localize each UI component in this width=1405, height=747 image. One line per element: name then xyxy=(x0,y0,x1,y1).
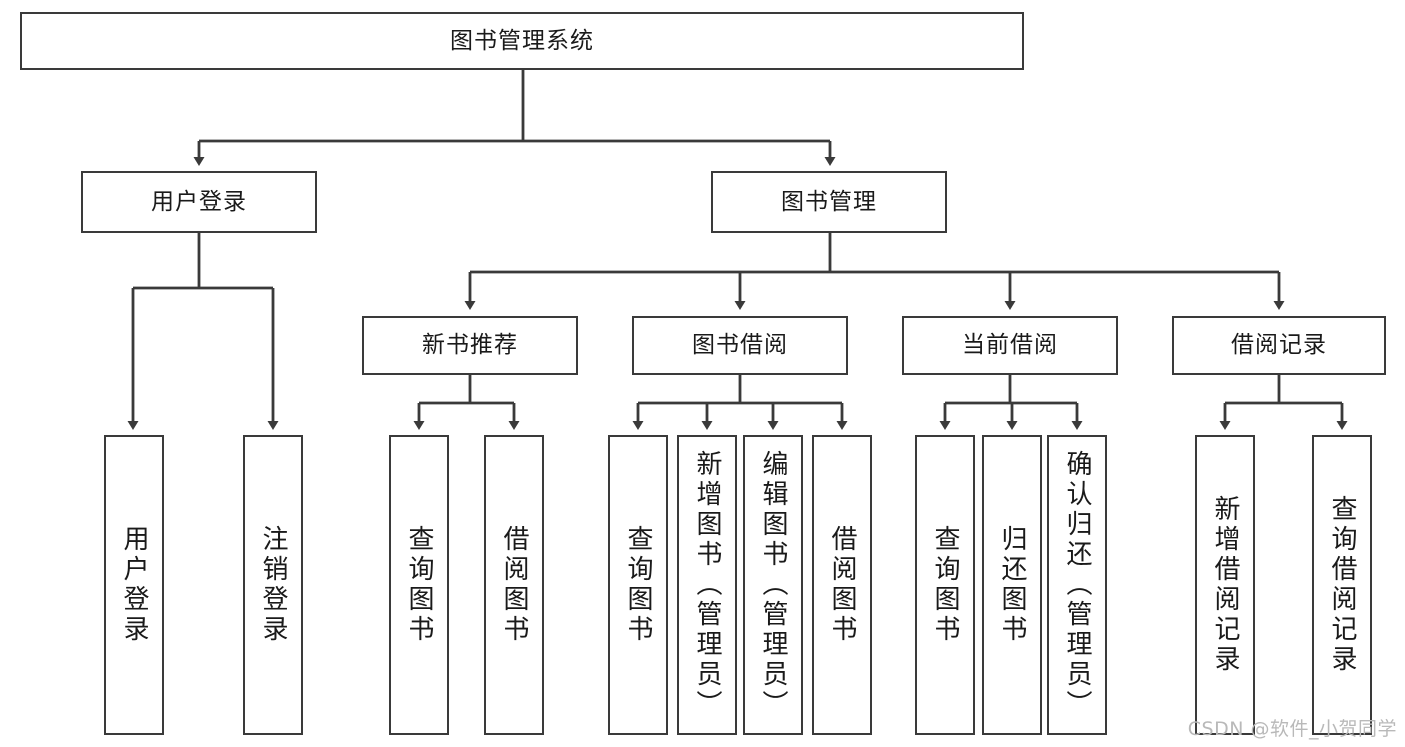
node-leaf-query-book-cb-label: 查询图书 xyxy=(930,525,960,645)
node-leaf-borrow-book-bb[interactable]: 借阅图书 xyxy=(812,435,872,735)
node-leaf-query-record[interactable]: 查询借阅记录 xyxy=(1312,435,1372,735)
node-current-borrow[interactable]: 当前借阅 xyxy=(902,316,1118,375)
node-book-manage-label: 图书管理 xyxy=(781,188,877,215)
node-leaf-borrow-book-rec[interactable]: 借阅图书 xyxy=(484,435,544,735)
node-leaf-borrow-book-bb-label: 借阅图书 xyxy=(827,525,857,645)
node-leaf-query-record-label: 查询借阅记录 xyxy=(1327,495,1357,675)
node-leaf-query-book-bb-label: 查询图书 xyxy=(623,525,653,645)
node-leaf-return-book-label: 归还图书 xyxy=(997,525,1027,645)
node-leaf-edit-book[interactable]: 编辑图书（管理员） xyxy=(743,435,803,735)
node-borrow-record[interactable]: 借阅记录 xyxy=(1172,316,1386,375)
node-leaf-query-book-rec[interactable]: 查询图书 xyxy=(389,435,449,735)
node-user-login[interactable]: 用户登录 xyxy=(81,171,317,233)
node-leaf-edit-book-label: 编辑图书（管理员） xyxy=(758,450,788,720)
node-book-borrow[interactable]: 图书借阅 xyxy=(632,316,848,375)
node-leaf-add-book[interactable]: 新增图书（管理员） xyxy=(677,435,737,735)
node-leaf-logout-label: 注销登录 xyxy=(258,525,288,645)
node-leaf-query-book-cb[interactable]: 查询图书 xyxy=(915,435,975,735)
node-book-borrow-label: 图书借阅 xyxy=(692,332,788,359)
node-leaf-add-record[interactable]: 新增借阅记录 xyxy=(1195,435,1255,735)
node-leaf-user-login-label: 用户登录 xyxy=(119,525,149,645)
node-leaf-query-book-bb[interactable]: 查询图书 xyxy=(608,435,668,735)
node-leaf-confirm-return[interactable]: 确认归还（管理员） xyxy=(1047,435,1107,735)
node-leaf-logout[interactable]: 注销登录 xyxy=(243,435,303,735)
node-leaf-return-book[interactable]: 归还图书 xyxy=(982,435,1042,735)
node-leaf-user-login[interactable]: 用户登录 xyxy=(104,435,164,735)
node-book-manage[interactable]: 图书管理 xyxy=(711,171,947,233)
node-leaf-confirm-return-label: 确认归还（管理员） xyxy=(1062,450,1092,720)
node-user-login-label: 用户登录 xyxy=(151,188,247,215)
node-root-label: 图书管理系统 xyxy=(450,27,594,54)
node-current-borrow-label: 当前借阅 xyxy=(962,332,1058,359)
node-new-book-rec-label: 新书推荐 xyxy=(422,332,518,359)
node-new-book-rec[interactable]: 新书推荐 xyxy=(362,316,578,375)
node-leaf-add-record-label: 新增借阅记录 xyxy=(1210,495,1240,675)
node-leaf-add-book-label: 新增图书（管理员） xyxy=(692,450,722,720)
node-leaf-borrow-book-rec-label: 借阅图书 xyxy=(499,525,529,645)
node-leaf-query-book-rec-label: 查询图书 xyxy=(404,525,434,645)
node-borrow-record-label: 借阅记录 xyxy=(1231,332,1327,359)
node-root[interactable]: 图书管理系统 xyxy=(20,12,1024,70)
